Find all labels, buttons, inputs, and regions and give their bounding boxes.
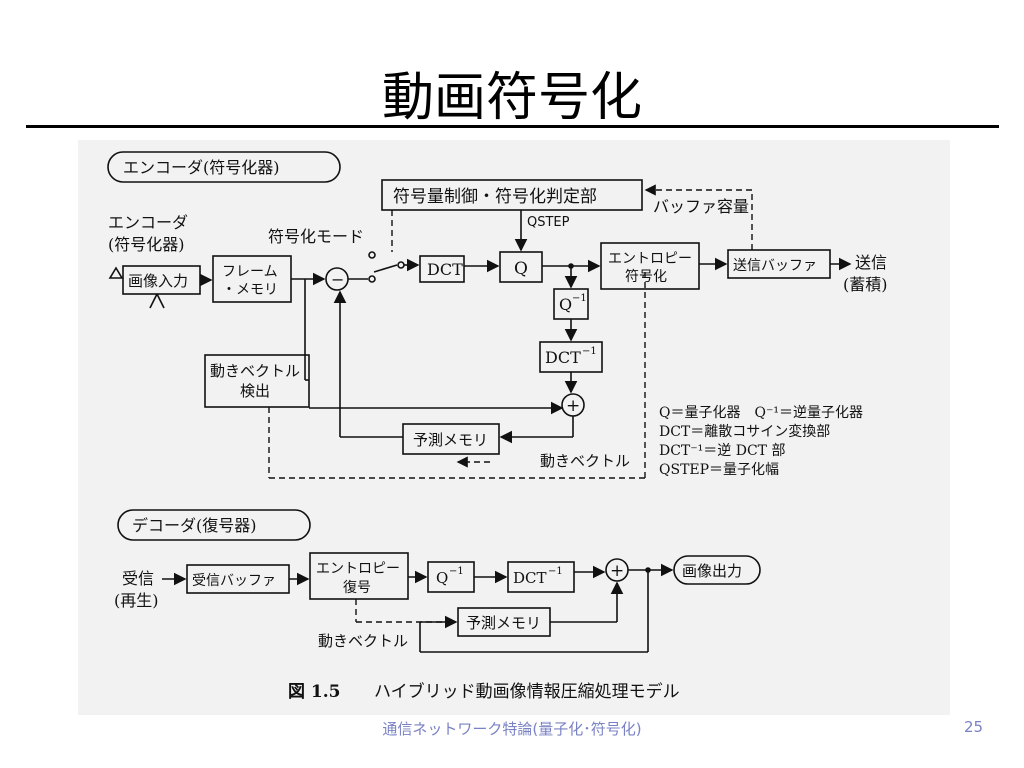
decoder-section-pill <box>117 509 311 541</box>
image-output-box <box>673 555 761 585</box>
plus-sign: + <box>566 396 580 416</box>
output-label: 送信 <box>855 253 887 272</box>
page-number: 25 <box>964 718 984 736</box>
dec-plus-sign: + <box>610 561 624 581</box>
figure-caption-label: 図 1.5 <box>288 682 341 702</box>
dctinv-sup: −1 <box>582 346 597 357</box>
entropy-encode-box <box>600 242 700 290</box>
dec-motion-vector-label: 動きベクトル <box>318 632 408 650</box>
slide-footer: 通信ネットワーク特論(量子化･符号化) <box>382 720 642 738</box>
dec-dctinv-label: DCT <box>513 569 547 587</box>
legend-line-2: DCT＝離散コサイン変換部 <box>659 423 830 440</box>
dec-dctinv-sup: −1 <box>548 566 563 577</box>
mv-detect-box <box>204 354 310 408</box>
output-label-2: (蓄積) <box>843 275 888 294</box>
dctinv-label: DCT <box>545 348 581 367</box>
dct-label: DCT <box>427 260 463 279</box>
dec-pred-memory-label: 予測メモリ <box>466 614 541 632</box>
slide-title: 動画符号化 <box>381 68 642 128</box>
minus-sign: − <box>331 270 344 289</box>
entropy-decode-label: エントロピー <box>316 561 400 577</box>
decoder-input-label: 受信 <box>122 569 154 588</box>
send-buffer-label: 送信バッファ <box>733 258 817 274</box>
frame-memory-label-2: ・メモリ <box>222 282 278 298</box>
figure-caption-text: ハイブリッド動画像情報圧縮処理モデル <box>374 681 680 702</box>
legend-line-3: DCT⁻¹＝逆 DCT 部 <box>659 443 785 459</box>
entropy-encode-label: エントロピー <box>608 251 692 267</box>
title-divider <box>26 125 999 128</box>
encoder-section-label: エンコーダ(符号化器) <box>123 158 280 177</box>
mv-detect-label: 動きベクトル <box>210 362 300 380</box>
coding-mode-label: 符号化モード <box>268 227 364 246</box>
entropy-encode-label-2: 符号化 <box>625 269 667 285</box>
buffer-capacity-label: バッファ容量 <box>653 197 749 216</box>
dec-qinv-label: Q <box>436 569 448 587</box>
motion-vector-label: 動きベクトル <box>540 452 630 470</box>
pred-memory-box <box>402 423 500 455</box>
figure-scan <box>78 140 950 715</box>
control-box <box>381 179 643 211</box>
q-label: Q <box>514 259 528 279</box>
recv-buffer-label: 受信バッファ <box>192 573 276 589</box>
control-label: 符号量制御・符号化判定部 <box>393 187 597 207</box>
mv-detect-label-2: 検出 <box>240 382 270 400</box>
dct-box <box>419 255 465 283</box>
qstep-label: QSTEP <box>527 215 570 230</box>
qinv-sup: −1 <box>572 293 587 304</box>
legend-line-1: Q＝量子化器 Q⁻¹＝逆量子化器 <box>659 405 863 421</box>
dec-dctinv-box <box>507 561 575 593</box>
encoder-input-label-2: (符号化器) <box>108 235 185 254</box>
encoder-section-pill <box>107 151 341 183</box>
pred-memory-label: 予測メモリ <box>413 431 488 449</box>
entropy-decode-label-2: 復号 <box>343 579 371 596</box>
q-box <box>499 251 543 283</box>
decoder-section-label: デコーダ(復号器) <box>132 516 257 535</box>
entropy-decode-box <box>309 552 409 600</box>
decoder-input-label-2: (再生) <box>114 591 159 610</box>
image-output-label: 画像出力 <box>682 562 742 580</box>
legend-line-4: QSTEP＝量子化幅 <box>659 462 779 478</box>
frame-memory-label: フレーム <box>222 264 278 280</box>
input-triangle <box>108 266 124 279</box>
image-input-label: 画像入力 <box>128 272 188 290</box>
qinv-label: Q <box>559 295 572 314</box>
encoder-input-label: エンコーダ <box>108 213 188 232</box>
dec-qinv-sup: −1 <box>449 566 464 577</box>
